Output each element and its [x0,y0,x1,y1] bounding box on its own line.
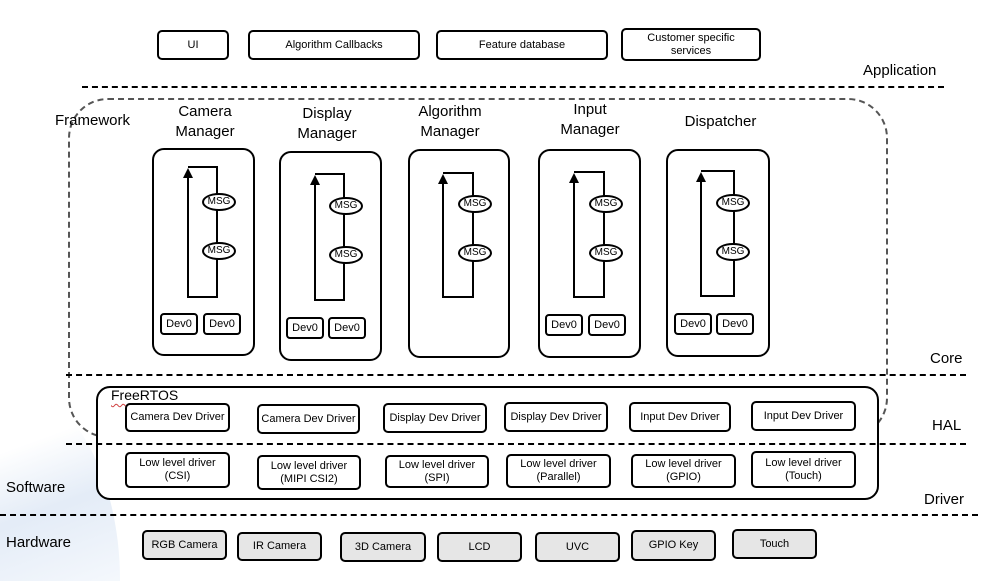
divider-application [82,86,944,88]
low-level-driver-mipi-csi2[interactable]: Low level driver (MIPI CSI2) [257,455,361,490]
divider-hal [66,443,966,445]
low-level-driver-gpio[interactable]: Low level driver (GPIO) [631,454,736,488]
input-manager-loop-left [573,181,575,298]
camera-manager-dev-1[interactable]: Dev0 [160,313,198,335]
hw-rgb-camera[interactable]: RGB Camera [142,530,227,560]
display-manager-dev-1[interactable]: Dev0 [286,317,324,339]
app-box-customer-services[interactable]: Customer specific services [621,28,761,61]
input-manager-loop [574,171,605,298]
low-level-driver-spi[interactable]: Low level driver (SPI) [385,455,489,488]
divider-software-hardware [0,514,978,516]
hal-camera-dev-driver-1[interactable]: Camera Dev Driver [125,403,230,432]
display-manager-msg-2: MSG [329,246,363,264]
layer-label-hardware: Hardware [6,534,72,551]
low-level-driver-touch[interactable]: Low level driver (Touch) [751,451,856,488]
display-manager-loop [315,173,345,301]
hal-display-dev-driver-1[interactable]: Display Dev Driver [383,403,487,433]
arrow-up-icon [696,172,706,182]
input-manager-dev-2[interactable]: Dev0 [588,314,626,336]
freertos-label: FreeRTOS [111,387,179,403]
app-box-algorithm-callbacks[interactable]: Algorithm Callbacks [248,30,420,60]
hw-uvc[interactable]: UVC [535,532,620,562]
algorithm-manager-loop-left [442,182,444,298]
manager-title-dispatcher: Dispatcher [684,113,757,130]
app-box-ui[interactable]: UI [157,30,229,60]
low-level-driver-parallel[interactable]: Low level driver (Parallel) [506,454,611,488]
camera-manager-loop-left [187,176,189,298]
camera-manager-loop [188,166,218,298]
camera-manager-dev-2[interactable]: Dev0 [203,313,241,335]
manager-title-algorithm: Algorithm Manager [418,103,482,140]
hw-touch[interactable]: Touch [732,529,817,559]
dispatcher-msg-1: MSG [716,194,750,212]
hw-3d-camera[interactable]: 3D Camera [340,532,426,562]
display-manager-dev-2[interactable]: Dev0 [328,317,366,339]
layer-label-application: Application [863,62,937,79]
display-manager-msg-1: MSG [329,197,363,215]
dispatcher-loop-left [700,180,702,297]
layer-label-hal: HAL [932,417,962,434]
layer-label-software: Software [6,479,66,496]
hw-gpio-key[interactable]: GPIO Key [631,530,716,561]
hal-input-dev-driver-2[interactable]: Input Dev Driver [751,401,856,431]
hal-display-dev-driver-2[interactable]: Display Dev Driver [504,402,608,432]
divider-core [66,374,966,376]
input-manager-msg-2: MSG [589,244,623,262]
layer-label-driver: Driver [924,491,964,508]
dispatcher-dev-1[interactable]: Dev0 [674,313,712,335]
arrow-up-icon [438,174,448,184]
arrow-up-icon [569,173,579,183]
dispatcher-dev-2[interactable]: Dev0 [716,313,754,335]
arrow-up-icon [183,168,193,178]
input-manager-dev-1[interactable]: Dev0 [545,314,583,336]
hal-input-dev-driver-1[interactable]: Input Dev Driver [629,402,731,432]
hal-camera-dev-driver-2[interactable]: Camera Dev Driver [257,404,360,434]
low-level-driver-csi[interactable]: Low level driver (CSI) [125,452,230,488]
algorithm-manager-loop [443,172,474,298]
manager-title-display: Display Manager [297,105,357,142]
hw-lcd[interactable]: LCD [437,532,522,562]
hw-ir-camera[interactable]: IR Camera [237,532,322,561]
layer-label-core: Core [930,350,963,367]
algorithm-manager-msg-1: MSG [458,195,492,213]
camera-manager-msg-2: MSG [202,242,236,260]
manager-title-camera: Camera Manager [175,103,235,140]
algorithm-manager-msg-2: MSG [458,244,492,262]
arrow-up-icon [310,175,320,185]
display-manager-loop-left [314,183,316,301]
app-box-feature-database[interactable]: Feature database [436,30,608,60]
dispatcher-loop [701,170,735,297]
dispatcher-msg-2: MSG [716,243,750,261]
manager-title-input: Input Manager [560,101,620,138]
layer-label-framework: Framework [55,112,131,129]
input-manager-msg-1: MSG [589,195,623,213]
camera-manager-msg-1: MSG [202,193,236,211]
